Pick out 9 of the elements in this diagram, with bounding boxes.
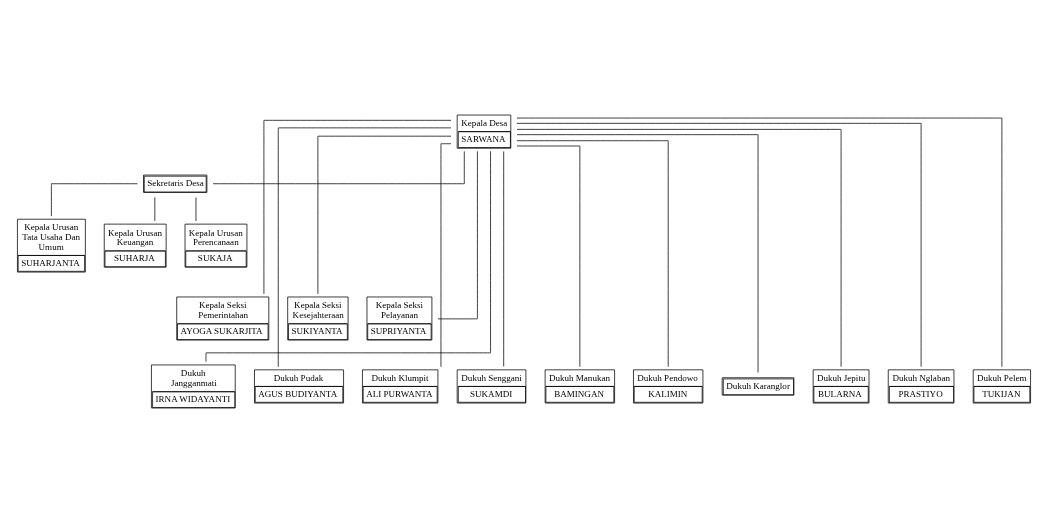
connector <box>317 135 452 295</box>
connector <box>277 127 452 368</box>
connector <box>205 150 491 363</box>
connector <box>437 150 478 320</box>
connector <box>516 129 842 368</box>
connector <box>263 119 452 295</box>
connector <box>212 150 465 185</box>
connector <box>440 143 452 368</box>
connector <box>51 183 138 217</box>
